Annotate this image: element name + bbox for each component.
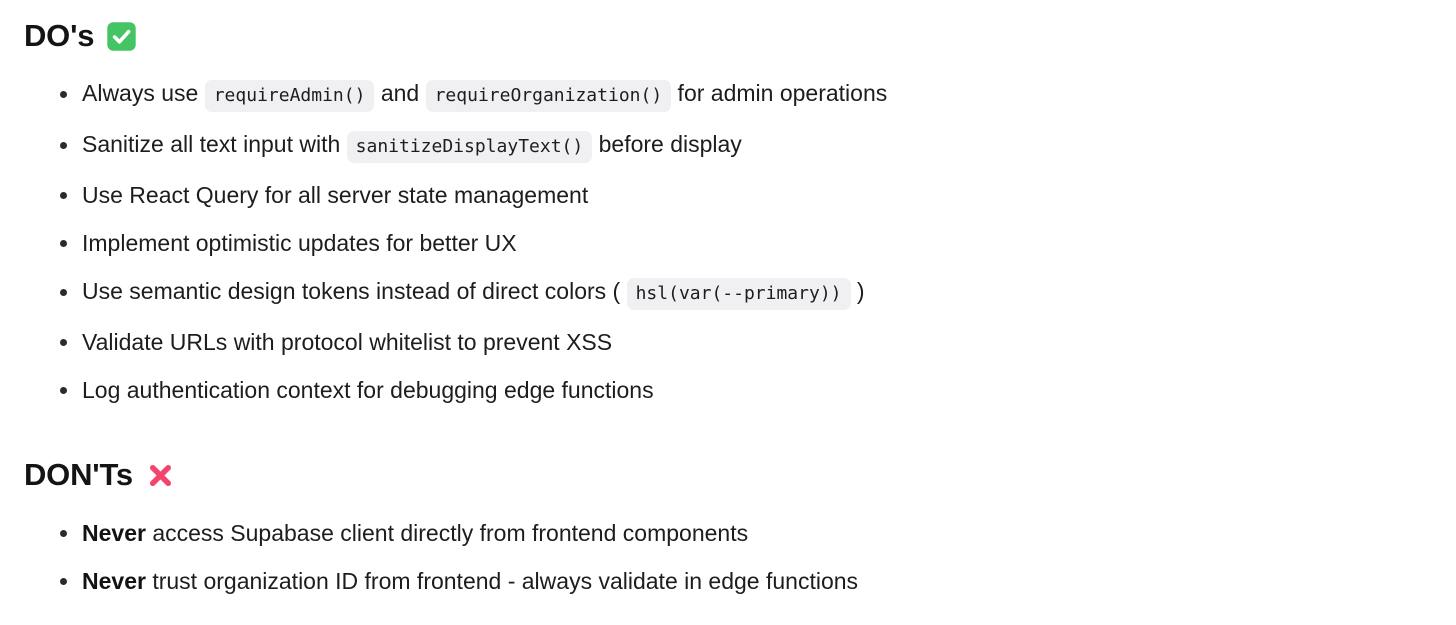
emphasis-fragment: Never bbox=[82, 568, 146, 595]
text-fragment: Always use bbox=[82, 80, 205, 107]
text-fragment: Sanitize all text input with bbox=[82, 131, 347, 158]
cross-mark-icon bbox=[145, 460, 176, 491]
text-fragment: ) bbox=[850, 278, 865, 305]
text-fragment: Validate URLs with protocol whitelist to… bbox=[82, 329, 613, 356]
dos-list: Always use requireAdmin() and requireOrg… bbox=[24, 69, 1432, 414]
list-item: Never access Supabase client directly fr… bbox=[24, 509, 1432, 557]
list-item: Use semantic design tokens instead of di… bbox=[24, 267, 1432, 318]
text-fragment: Use React Query for all server state man… bbox=[82, 182, 589, 209]
text-fragment: access Supabase client directly from fro… bbox=[145, 520, 749, 547]
section-heading-dos: DO's bbox=[24, 0, 1432, 53]
list-item: Always use requireAdmin() and requireOrg… bbox=[24, 69, 1432, 120]
section-divider-space bbox=[24, 414, 1432, 440]
text-fragment: and bbox=[374, 80, 426, 107]
section-heading-donts: DON'Ts bbox=[24, 440, 1432, 492]
list-item: Sanitize all text input with sanitizeDis… bbox=[24, 120, 1432, 171]
list-item: Implement optimistic updates for better … bbox=[24, 219, 1432, 267]
code-fragment: requireAdmin() bbox=[204, 80, 375, 113]
text-fragment: trust organization ID from frontend - al… bbox=[145, 568, 859, 595]
list-item: Log authentication context for debugging… bbox=[24, 366, 1432, 414]
text-fragment: Use semantic design tokens instead of di… bbox=[82, 278, 627, 305]
text-fragment: Implement optimistic updates for better … bbox=[82, 230, 517, 257]
donts-list: Never access Supabase client directly fr… bbox=[24, 509, 1432, 605]
text-fragment: for admin operations bbox=[671, 80, 888, 107]
section-title-dos: DO's bbox=[24, 18, 95, 53]
list-item: Validate URLs with protocol whitelist to… bbox=[24, 318, 1432, 366]
list-item: Never trust organization ID from fronten… bbox=[24, 557, 1432, 605]
code-fragment: requireOrganization() bbox=[425, 80, 672, 113]
section-title-donts: DON'Ts bbox=[24, 457, 133, 493]
list-item: Use React Query for all server state man… bbox=[24, 171, 1432, 219]
code-fragment: sanitizeDisplayText() bbox=[346, 131, 593, 164]
emphasis-fragment: Never bbox=[82, 520, 146, 547]
white-check-mark-icon bbox=[106, 21, 137, 52]
code-fragment: hsl(var(--primary)) bbox=[626, 278, 851, 311]
text-fragment: Log authentication context for debugging… bbox=[82, 377, 654, 404]
text-fragment: before display bbox=[592, 131, 742, 158]
